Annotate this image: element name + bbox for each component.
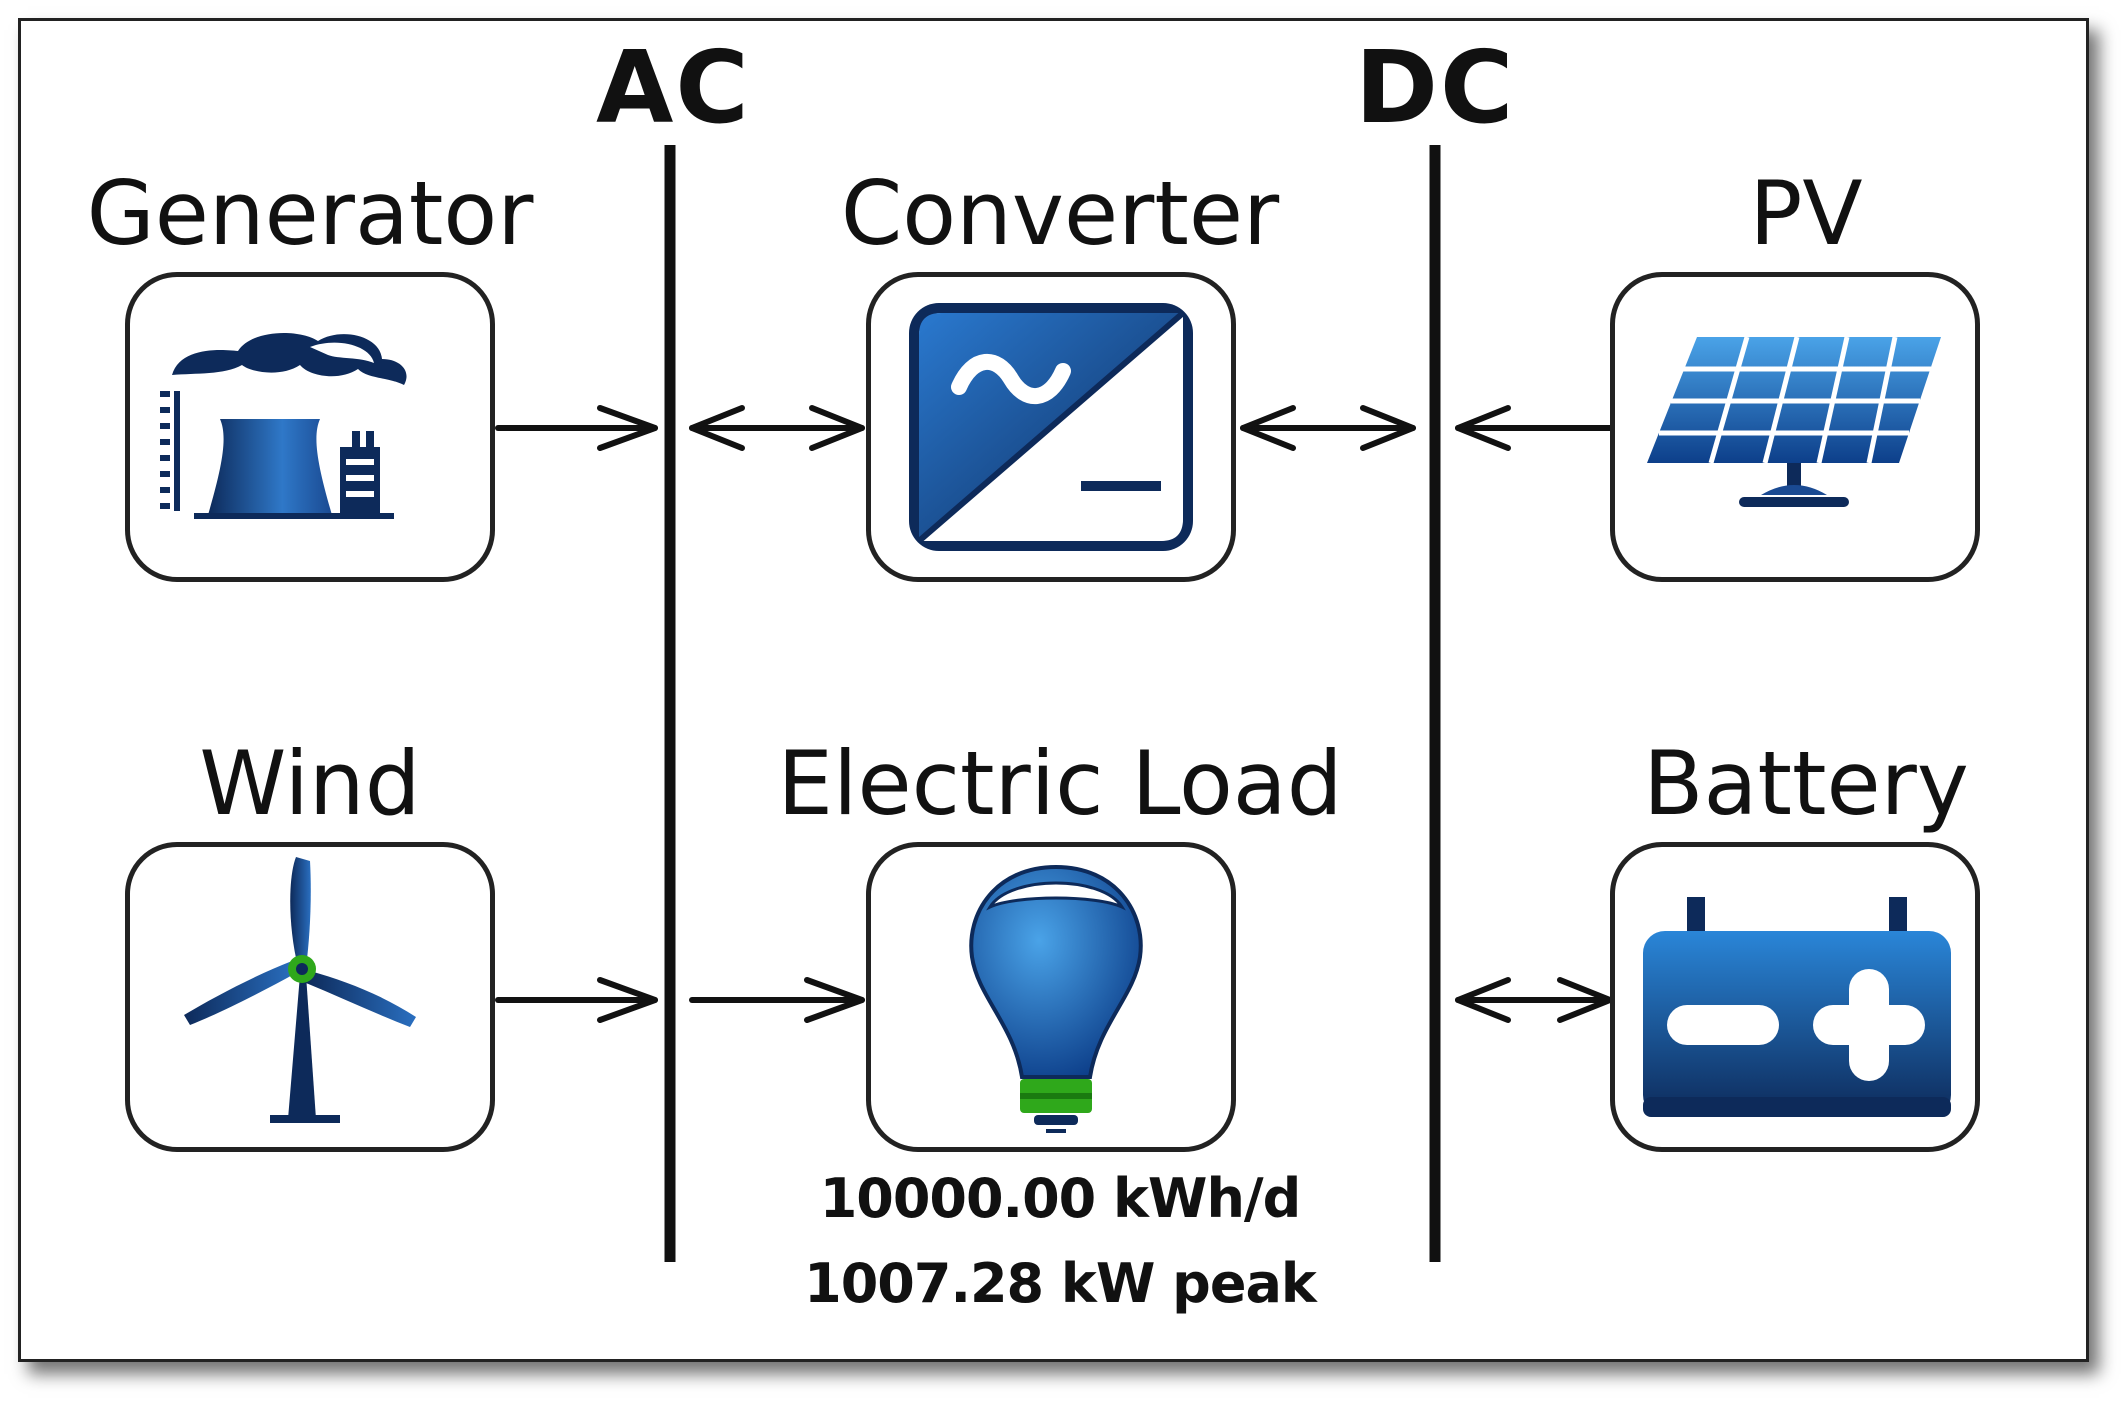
wind-label: Wind bbox=[199, 732, 421, 835]
generator-label: Generator bbox=[86, 162, 534, 265]
load-daily-energy: 10000.00 kWh/d bbox=[819, 1167, 1302, 1230]
solar-panel-icon bbox=[1647, 336, 1941, 507]
pv-label: PV bbox=[1749, 162, 1863, 265]
battery-label: Battery bbox=[1643, 732, 1969, 835]
battery-box[interactable] bbox=[1610, 842, 1980, 1152]
battery-icon bbox=[1643, 897, 1951, 1117]
dc-bus-label: DC bbox=[1355, 29, 1516, 146]
generator-box[interactable] bbox=[125, 272, 495, 582]
ac-dc-converter-icon bbox=[909, 303, 1193, 551]
ac-bus-label: AC bbox=[596, 29, 751, 146]
power-plant-icon bbox=[160, 332, 407, 519]
electric-load-label: Electric Load bbox=[777, 732, 1343, 835]
wind-box[interactable] bbox=[125, 842, 495, 1152]
pv-box[interactable] bbox=[1610, 272, 1980, 582]
electric-load-box[interactable] bbox=[866, 842, 1236, 1152]
light-bulb-icon bbox=[969, 864, 1143, 1133]
converter-box[interactable] bbox=[866, 272, 1236, 582]
converter-label: Converter bbox=[840, 162, 1280, 265]
load-peak-power: 1007.28 kW peak bbox=[804, 1252, 1317, 1315]
wind-turbine-icon bbox=[184, 857, 416, 1123]
